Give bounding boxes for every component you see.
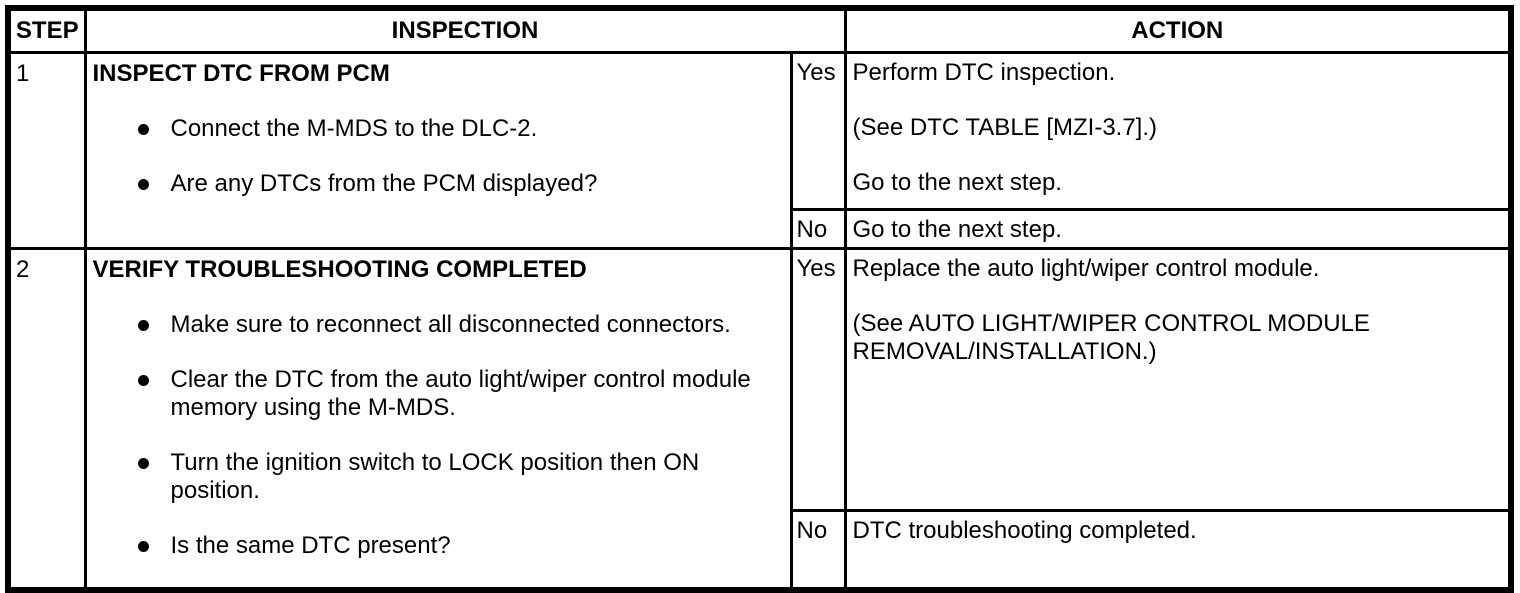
yes-label: Yes — [789, 51, 847, 211]
table-header-row: STEP INSPECTION ACTION — [6, 6, 1513, 54]
action-paragraph: Perform DTC inspection. — [852, 59, 1116, 86]
inspection-title: INSPECT DTC FROM PCM — [92, 60, 390, 87]
action-paragraph: (See AUTO LIGHT/WIPER CONTROL MODULE REM… — [852, 310, 1370, 365]
bullet-text: Make sure to reconnect all disconnected … — [170, 311, 731, 338]
bullet-icon — [137, 458, 149, 469]
bullet-item: Turn the ignition switch to LOCK positio… — [93, 449, 786, 505]
table-row: 2 VERIFY TROUBLESHOOTING COMPLETED Make … — [6, 247, 1513, 592]
bullet-icon — [137, 541, 149, 552]
yes-label: Yes — [789, 247, 847, 512]
table-row: 1 INSPECT DTC FROM PCM Connect the M-MDS… — [6, 51, 1513, 250]
bullet-icon — [137, 320, 149, 331]
inspection-cell: INSPECT DTC FROM PCM Connect the M-MDS t… — [83, 51, 793, 250]
bullet-text: Turn the ignition switch to LOCK positio… — [170, 449, 700, 504]
inspection-title: VERIFY TROUBLESHOOTING COMPLETED — [92, 256, 587, 283]
action-cell: Perform DTC inspection. (See DTC TABLE [… — [843, 51, 1513, 211]
no-label: No — [789, 508, 847, 592]
bullet-icon — [137, 179, 149, 190]
bullet-item: Make sure to reconnect all disconnected … — [93, 311, 786, 339]
no-label: No — [789, 208, 847, 250]
table-row: No Go to the next step. — [8, 208, 1513, 250]
bullet-item: Is the same DTC present? — [93, 532, 786, 560]
bullet-text: Clear the DTC from the auto light/wiper … — [170, 366, 751, 421]
action-cell: DTC troubleshooting completed. — [843, 508, 1513, 592]
bullet-item: Clear the DTC from the auto light/wiper … — [93, 366, 786, 422]
bullet-item: Connect the M-MDS to the DLC-2. — [93, 115, 786, 143]
action-cell: Go to the next step. — [843, 208, 1513, 250]
action-column-header: ACTION — [843, 6, 1513, 54]
action-cell: Replace the auto light/wiper control mod… — [843, 247, 1513, 512]
bullet-text: Are any DTCs from the PCM displayed? — [170, 170, 598, 197]
bullet-text: Is the same DTC present? — [170, 532, 451, 559]
inspection-cell: VERIFY TROUBLESHOOTING COMPLETED Make su… — [83, 247, 793, 592]
action-paragraph: (See DTC TABLE [MZI-3.7].) — [852, 114, 1158, 141]
inspection-column-header: INSPECTION — [83, 6, 847, 54]
action-paragraph: Replace the auto light/wiper control mod… — [852, 255, 1320, 282]
bullet-text: Connect the M-MDS to the DLC-2. — [170, 115, 538, 142]
troubleshooting-table: STEP INSPECTION ACTION 1 INSPECT DTC FRO… — [5, 5, 1514, 593]
bullet-icon — [137, 124, 149, 135]
action-paragraph: DTC troubleshooting completed. — [852, 516, 1197, 544]
step-number: 2 — [6, 247, 87, 592]
bullet-icon — [137, 375, 149, 386]
action-paragraph: Go to the next step. — [852, 216, 1062, 243]
step-column-header: STEP — [6, 6, 87, 54]
action-paragraph: Go to the next step. — [852, 169, 1062, 196]
step-number: 1 — [6, 51, 87, 250]
bullet-item: Are any DTCs from the PCM displayed? — [93, 170, 786, 198]
